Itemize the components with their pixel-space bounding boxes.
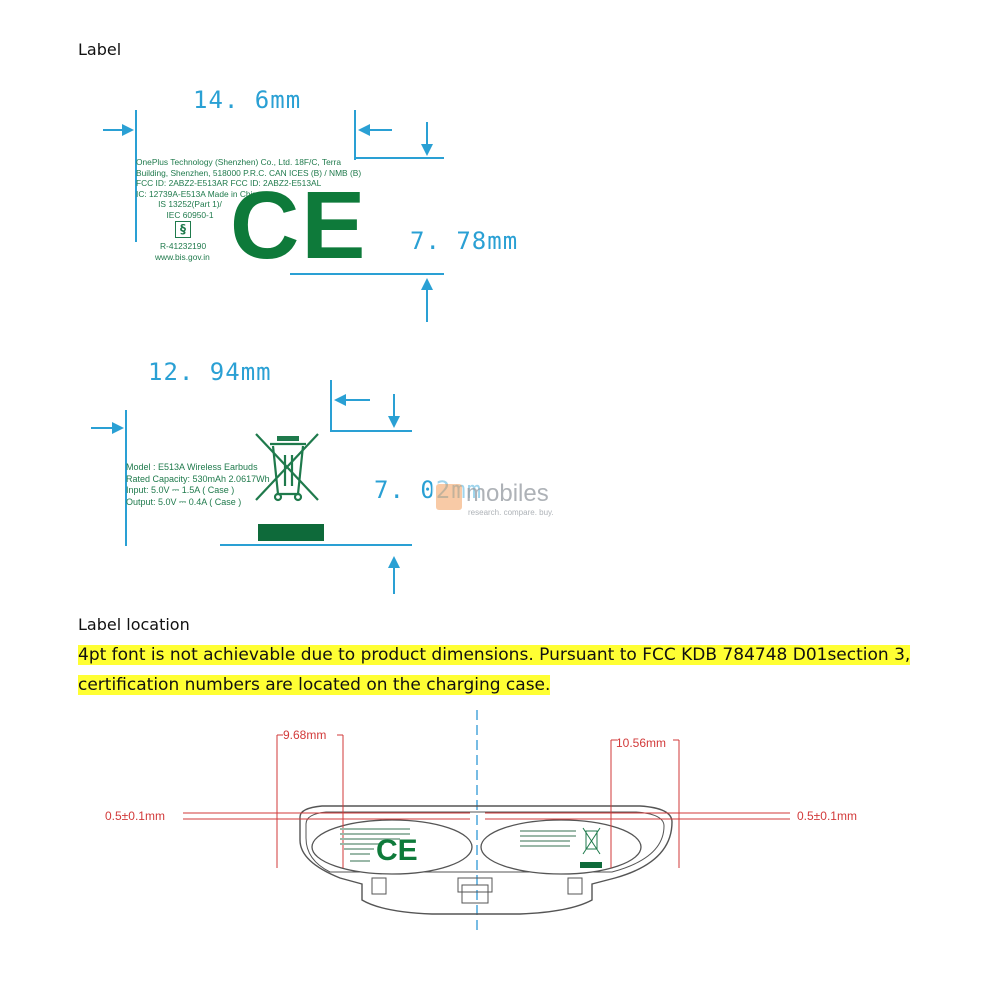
watermark-logo-icon: [436, 484, 462, 510]
label1-line: IC: 12739A-E513A Made in China: [136, 188, 262, 199]
label1-dimension-lines: [103, 110, 444, 322]
label2-text-block: Model : E513A Wireless Earbuds Rated Cap…: [126, 462, 270, 508]
charging-case-diagram: [183, 710, 790, 935]
left-thickness-dimension: 0.5±0.1mm: [105, 809, 165, 823]
label1-height-dimension: 7. 78mm: [410, 227, 519, 255]
label1-text-block: OnePlus Technology (Shenzhen) Co., Ltd. …: [136, 157, 361, 199]
fcc-note-text-1: 4pt font is not achievable due to produc…: [78, 645, 911, 665]
watermark: mobiles research. compare. buy.: [432, 478, 575, 522]
weee-bin-icon: [255, 433, 319, 502]
label1-line: OnePlus Technology (Shenzhen) Co., Ltd. …: [136, 157, 341, 167]
label1-iec-line: IEC 60950-1: [166, 209, 214, 220]
label2-dimension-lines: [91, 380, 412, 594]
label2-width-dimension: 12. 94mm: [148, 358, 272, 386]
label1-r-number: R-41232190: [160, 241, 207, 251]
label1-width-dimension: 14. 6mm: [193, 86, 302, 114]
label1-line: FCC ID: 2ABZ2-E513AR FCC ID: 2ABZ2-E513A…: [136, 178, 322, 188]
label1-website: www.bis.gov.in: [155, 252, 210, 262]
weee-bar: [258, 524, 324, 541]
fcc-note-text-2: certification numbers are located on the…: [78, 675, 551, 695]
watermark-tagline: research. compare. buy.: [468, 508, 554, 517]
fcc-note-line-2: certification numbers are located on the…: [78, 672, 551, 699]
watermark-brand: mobiles: [466, 480, 549, 507]
right-thickness-dimension: 0.5±0.1mm: [797, 809, 857, 823]
label1-line: Building, Shenzhen, 518000 P.R.C. CAN IC…: [136, 167, 362, 178]
label1-is-standard: IS 13252(Part 1)/ IEC 60950-1: [150, 199, 230, 220]
label2-line: Model : E513A Wireless Earbuds: [126, 462, 258, 472]
section-title-label: Label: [78, 40, 122, 59]
label2-line: Rated Capacity: 530mAh 2.0617Wh: [126, 473, 270, 484]
bis-standard-mark-icon: §: [175, 221, 191, 238]
ce-mark: CE: [230, 172, 368, 279]
label2-line: Input: 5.0V ⎓ 1.5A ( Case ): [126, 485, 235, 495]
section-title-label-location: Label location: [78, 615, 190, 634]
label2-line: Output: 5.0V ⎓ 0.4A ( Case ): [126, 496, 242, 507]
right-label-width: 10.56mm: [616, 736, 667, 750]
mini-ce-mark: CE: [376, 834, 418, 867]
fcc-note-line-1: 4pt font is not achievable due to produc…: [78, 642, 911, 669]
left-label-width: 9.68mm: [283, 728, 327, 742]
label1-is-line: IS 13252(Part 1)/: [158, 199, 222, 209]
